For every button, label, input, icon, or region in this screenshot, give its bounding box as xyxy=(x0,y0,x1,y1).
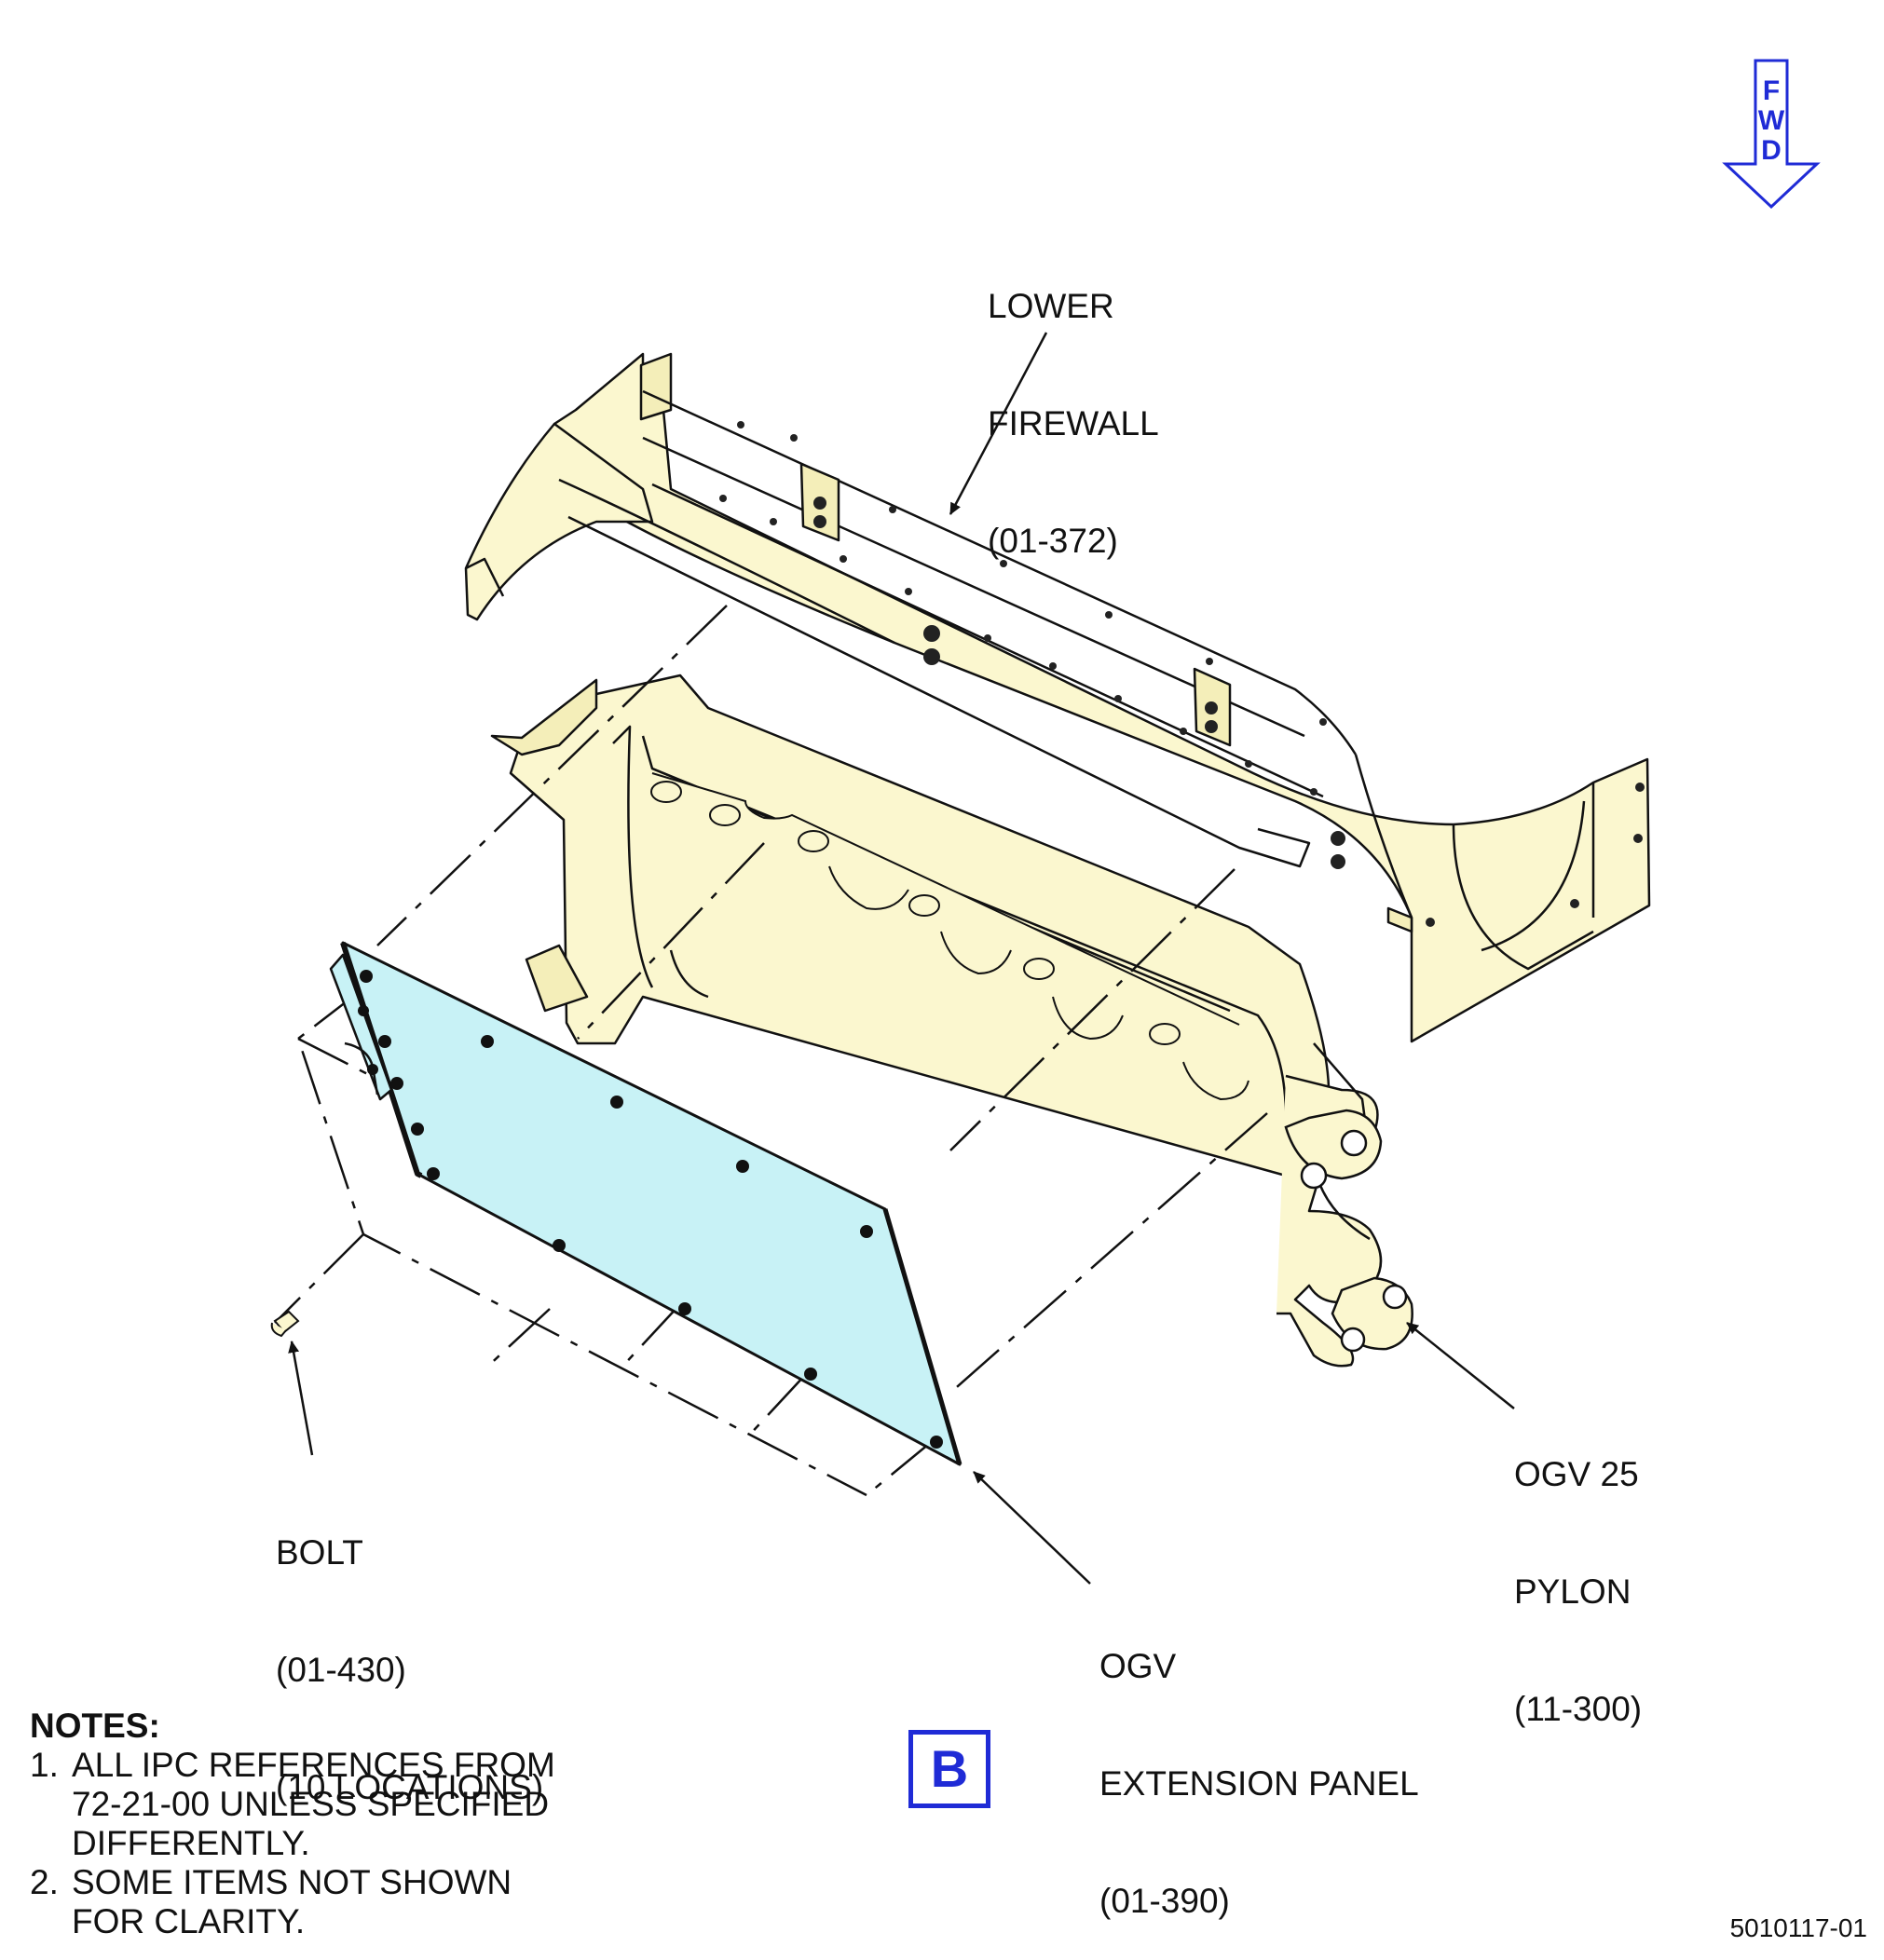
fwd-letter-f: F xyxy=(1762,75,1781,106)
note-item-2: 2. SOME ITEMS NOT SHOWN FOR CLARITY. xyxy=(30,1863,512,1940)
notes-heading: NOTES: xyxy=(30,1707,160,1745)
panel-bolt-holes xyxy=(358,970,943,1449)
ogv-extension-panel-part xyxy=(329,941,962,1466)
bolt-part xyxy=(270,1310,300,1338)
forward-direction-label: F W D xyxy=(1750,76,1793,166)
pylon-lugs xyxy=(1284,1109,1413,1353)
forward-direction-arrow-icon xyxy=(1722,59,1821,210)
fwd-letter-d: D xyxy=(1761,135,1782,166)
ogv-25-pylon-callout: OGV 25 PYLON (11-300) xyxy=(1514,1455,1643,1728)
firewall-holes xyxy=(719,421,1645,927)
document-number: 5010117-01 xyxy=(1729,1913,1867,1942)
ogv-extension-panel-callout: OGV EXTENSION PANEL (01-390) xyxy=(1099,1647,1419,1920)
view-label-b: B xyxy=(908,1730,990,1808)
leader-lines xyxy=(288,332,1515,1585)
notes-block: NOTES: 1. ALL IPC REFERENCES FROM 72-21-… xyxy=(30,1707,555,1941)
lower-firewall-callout: LOWER FIREWALL (01-372) xyxy=(988,287,1159,560)
note-item-1: 1. ALL IPC REFERENCES FROM 72-21-00 UNLE… xyxy=(30,1746,555,1862)
lower-firewall-part xyxy=(464,352,1651,1043)
bolt-callout: BOLT (01-430) (10 LOCATIONS) xyxy=(276,1533,544,1806)
pylon-rail-slots xyxy=(650,772,1249,1101)
fwd-letter-w: W xyxy=(1757,105,1785,136)
